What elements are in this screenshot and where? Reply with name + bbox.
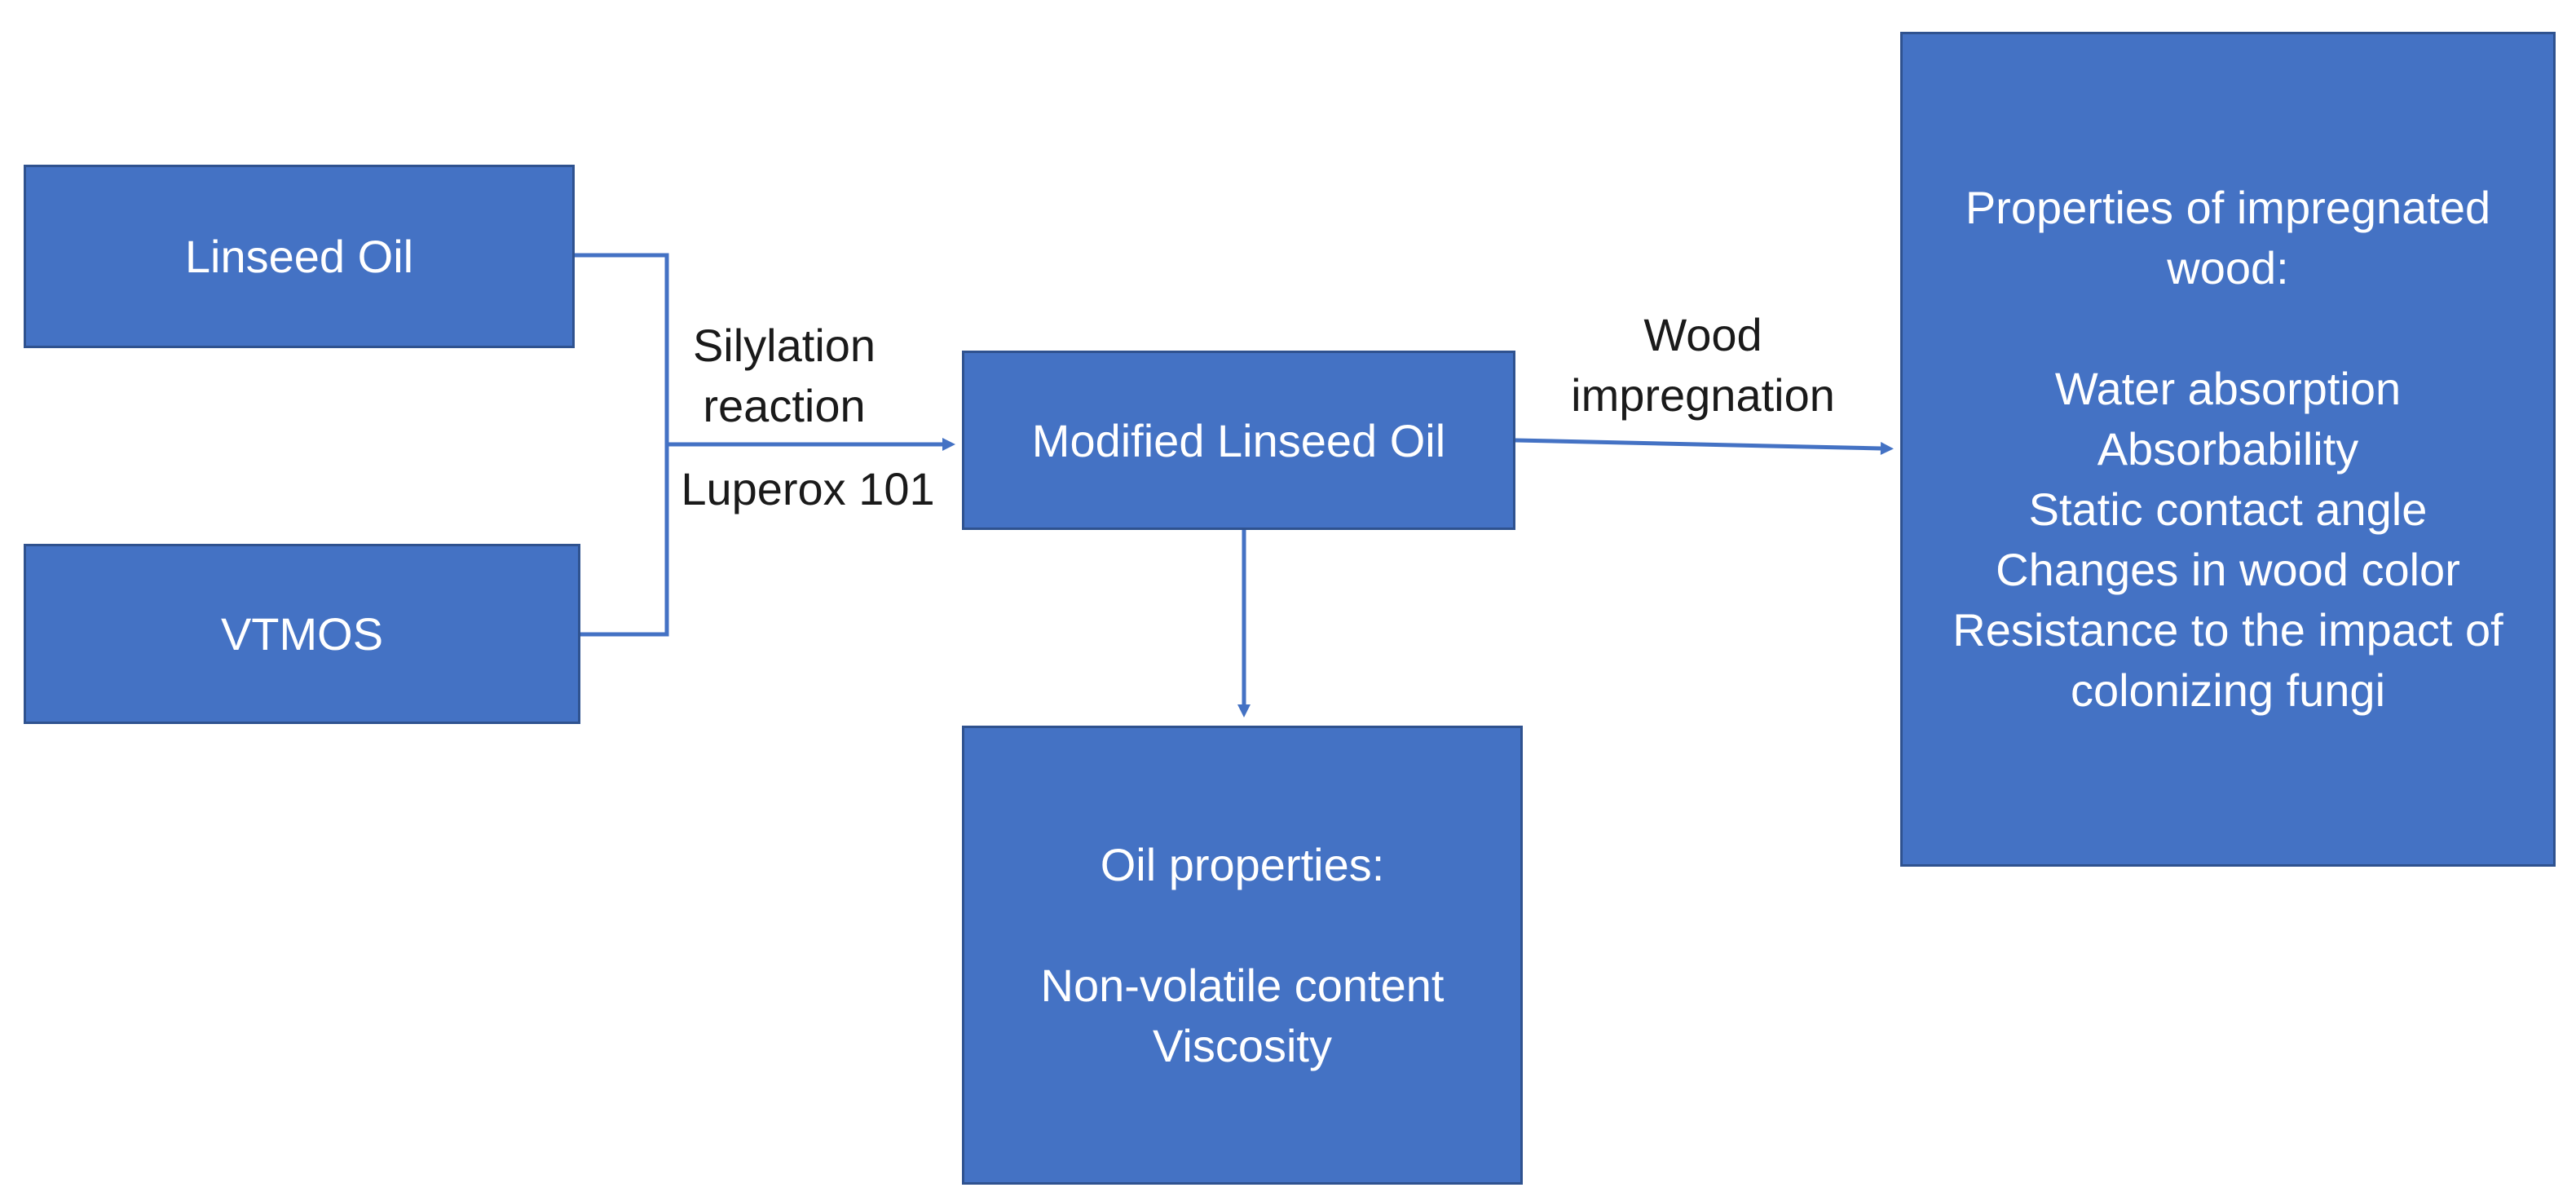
merge-bracket-connector [575,253,669,637]
oil-properties-title: Oil properties: [1100,838,1385,890]
oil-properties-box: Oil properties: Non-volatile content Vis… [962,726,1523,1185]
wood-impregnation-label-line: Wood [1643,309,1762,360]
vtmos-box: VTMOS [24,544,580,724]
modified-linseed-oil-label: Modified Linseed Oil [1031,414,1446,466]
oil-properties-item: Viscosity [1153,1019,1332,1071]
vtmos-label: VTMOS [220,608,384,660]
impregnated-wood-box: Properties of impregnated wood: Water ab… [1900,32,2556,867]
impregnated-wood-item: Static contact angle [2028,483,2428,535]
impregnated-wood-item: colonizing fungi [2070,664,2386,716]
wood-impregnation-arrow [1515,438,1894,455]
oil-properties-item: Non-volatile content [1040,959,1445,1011]
luperox-label-line: Luperox 101 [681,463,935,514]
silylation-reaction-label: Silylation reaction [693,316,876,436]
wood-impregnation-label-line: impregnation [1571,369,1835,421]
silylation-reaction-label-line: Silylation [692,320,876,371]
impregnated-wood-title: Properties of impregnated [1965,182,2491,233]
wood-impregnation-label: Wood impregnation [1571,305,1835,426]
silylation-reaction-label-line: reaction [703,380,866,431]
impregnated-wood-item: Absorbability [2097,423,2359,475]
modified-linseed-oil-box: Modified Linseed Oil [962,351,1515,530]
luperox-label: Luperox 101 [681,459,934,519]
impregnated-wood-item: Changes in wood color [1996,544,2460,595]
impregnated-wood-item: Water absorption [2054,363,2402,414]
impregnated-wood-item: Resistance to the impact of [1952,604,2503,656]
impregnated-wood-title: wood: [2167,242,2289,294]
linseed-oil-label: Linseed Oil [184,231,414,282]
linseed-oil-box: Linseed Oil [24,165,575,348]
